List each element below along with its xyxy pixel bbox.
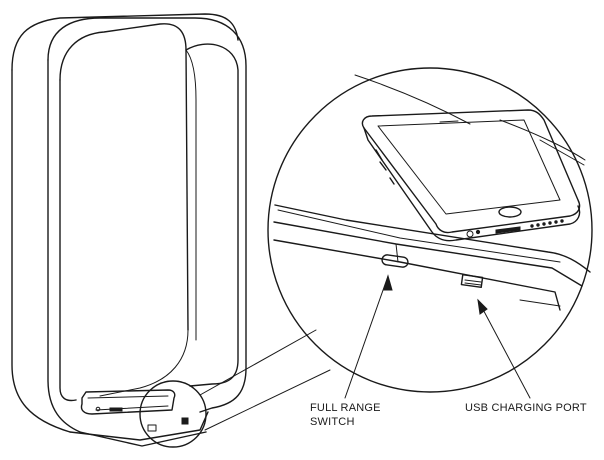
full-range-switch	[381, 254, 409, 268]
magnified-detail	[273, 74, 591, 311]
small-phone	[80, 389, 176, 415]
arrow-icon	[344, 274, 531, 399]
usb-port	[460, 273, 484, 289]
magnifier-circle	[267, 67, 593, 393]
full-range-switch-label-line2: SWITCH	[310, 416, 355, 428]
full-range-switch-label: FULL RANGE SWITCH	[310, 401, 400, 429]
zoom-source-circle	[139, 380, 207, 448]
usb-charging-port-label: USB CHARGING PORT	[465, 402, 587, 414]
phone-illustration	[361, 109, 581, 242]
charging-stand	[11, 13, 247, 447]
full-range-switch-label-line1: FULL RANGE	[310, 402, 381, 414]
zoom-connector-lines	[199, 329, 331, 431]
